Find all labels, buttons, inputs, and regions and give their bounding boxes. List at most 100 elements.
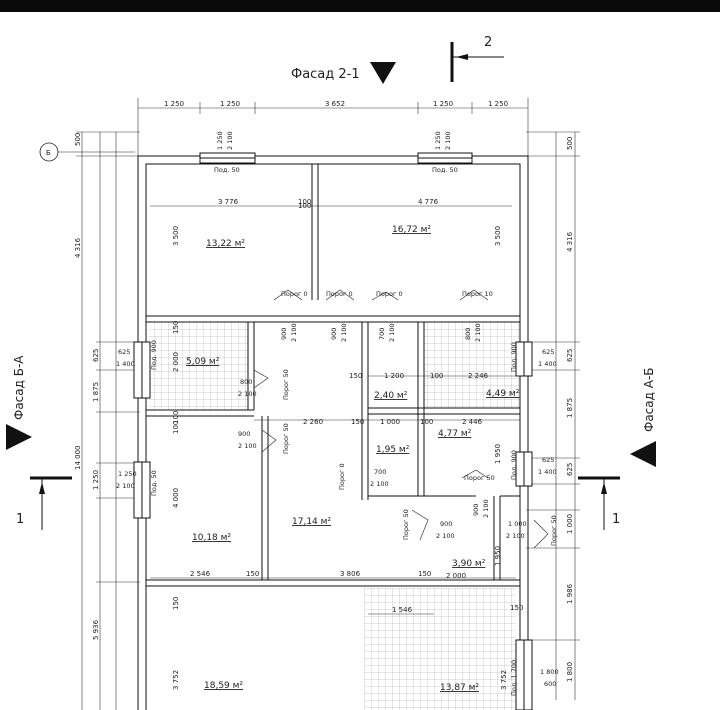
- top-dim-4: 1 250: [433, 100, 453, 108]
- svg-text:150: 150: [172, 321, 180, 334]
- svg-text:1 950: 1 950: [494, 444, 502, 464]
- svg-text:Порог 0: Порог 0: [281, 290, 308, 298]
- svg-text:2 100: 2 100: [474, 323, 482, 342]
- axis-marker-b: Б: [39, 142, 135, 162]
- room-area-3: 5,09 м²: [186, 357, 220, 367]
- svg-text:2 260: 2 260: [303, 418, 323, 426]
- svg-text:1 250: 1 250: [92, 470, 100, 490]
- svg-text:625: 625: [566, 463, 574, 476]
- svg-text:3 500: 3 500: [494, 226, 502, 246]
- svg-text:Порог 50: Порог 50: [464, 474, 495, 482]
- top-black-bar: [0, 0, 720, 12]
- vertical-dimension-lines: [76, 131, 580, 710]
- section-mark-1-right: 1: [578, 476, 620, 530]
- facade-right-label: Фасад А-Б: [642, 367, 656, 432]
- svg-text:2 100: 2 100: [340, 323, 348, 342]
- room-area-8: 10,18 м²: [192, 533, 231, 543]
- top-dim-2: 1 250: [220, 100, 240, 108]
- svg-text:100: 100: [172, 421, 180, 434]
- facade-left-label: Фасад Б-А: [12, 355, 26, 420]
- svg-text:700: 700: [374, 468, 386, 476]
- svg-text:150: 150: [510, 604, 523, 612]
- svg-text:Порог 50: Порог 50: [282, 369, 290, 400]
- svg-text:Порог 10: Порог 10: [462, 290, 493, 298]
- top-dim-1: 1 250: [164, 100, 184, 108]
- svg-text:1 200: 1 200: [384, 372, 404, 380]
- room-area-2: 16,72 м²: [392, 225, 431, 235]
- door-marks: 900 2 100 900 2 100 700 2 100 800 2 100 …: [238, 323, 527, 540]
- svg-text:Под. 900: Под. 900: [510, 342, 518, 372]
- facade-top-arrow: [370, 62, 396, 84]
- facade-top-label: Фасад 2-1: [291, 67, 360, 82]
- svg-text:1 986: 1 986: [566, 583, 574, 604]
- svg-text:2 000: 2 000: [446, 572, 466, 580]
- svg-text:Под. 50: Под. 50: [432, 166, 458, 174]
- svg-text:900: 900: [280, 328, 288, 340]
- inner-dim-1: 3 776: [218, 198, 239, 206]
- bathroom-tile: [148, 322, 248, 410]
- svg-text:500: 500: [74, 133, 82, 146]
- door-swings: [253, 289, 549, 549]
- svg-text:Под. 1 700: Под. 1 700: [510, 660, 518, 696]
- svg-text:1 950: 1 950: [494, 546, 502, 566]
- inner-dimension-lines: [150, 375, 520, 615]
- room-area-11: 18,59 м²: [204, 681, 243, 691]
- svg-text:150: 150: [349, 372, 362, 380]
- svg-text:100: 100: [420, 418, 433, 426]
- svg-text:1 250: 1 250: [118, 470, 137, 478]
- svg-text:150: 150: [246, 570, 259, 578]
- svg-text:2 100: 2 100: [116, 482, 135, 490]
- top-dim-5: 1 250: [488, 100, 508, 108]
- svg-text:Порог 50: Порог 50: [282, 423, 290, 454]
- room-area-1: 13,22 м²: [206, 239, 245, 249]
- svg-text:625: 625: [542, 456, 554, 464]
- svg-text:3 752: 3 752: [172, 670, 180, 690]
- svg-text:2 100: 2 100: [444, 131, 452, 150]
- svg-text:3 806: 3 806: [340, 570, 361, 578]
- svg-text:800: 800: [464, 328, 472, 340]
- svg-text:100: 100: [172, 411, 180, 424]
- room-area-10: 3,90 м²: [452, 559, 486, 569]
- left-vertical-dim-texts: 500 4 316 625 1 875 1 250 5 936 14 000: [74, 133, 100, 640]
- misc-dims: 3 500 3 500 150 2 000 100 4 000 150 3 75…: [172, 202, 523, 690]
- svg-text:150: 150: [418, 570, 431, 578]
- svg-text:1 875: 1 875: [92, 382, 100, 402]
- svg-text:900: 900: [440, 520, 452, 528]
- svg-text:1 250: 1 250: [216, 131, 224, 150]
- svg-text:2 100: 2 100: [506, 532, 525, 540]
- top-dimension-lines: [137, 98, 529, 207]
- svg-text:Под. 900: Под. 900: [510, 450, 518, 480]
- svg-text:1 800: 1 800: [540, 668, 559, 676]
- svg-text:800: 800: [240, 378, 252, 386]
- section-mark-1-left: 1: [16, 476, 72, 530]
- inner-dim-3: 4 776: [418, 198, 439, 206]
- svg-text:4 000: 4 000: [172, 488, 180, 508]
- svg-text:2: 2: [484, 35, 492, 50]
- svg-text:1: 1: [612, 512, 620, 527]
- svg-text:2 246: 2 246: [468, 372, 489, 380]
- section-mark-2: 2: [450, 35, 504, 82]
- svg-text:Б: Б: [46, 149, 51, 157]
- room-area-7: 4,77 м²: [438, 429, 472, 439]
- terrace-tile: [364, 588, 516, 710]
- svg-text:600: 600: [544, 680, 556, 688]
- svg-text:Порог 0: Порог 0: [338, 463, 346, 490]
- svg-text:150: 150: [351, 418, 364, 426]
- svg-text:1: 1: [16, 512, 24, 527]
- svg-text:625: 625: [118, 348, 130, 356]
- svg-text:3 500: 3 500: [172, 226, 180, 246]
- svg-text:5 936: 5 936: [92, 619, 100, 640]
- top-dim-3: 3 652: [325, 100, 345, 108]
- facade-right-arrow: [630, 441, 656, 467]
- svg-text:1 250: 1 250: [434, 131, 442, 150]
- svg-text:1 800: 1 800: [566, 662, 574, 682]
- threshold-labels: Порог 0 Порог 0 Порог 0 Порог 10 Порог 5…: [281, 290, 558, 546]
- svg-text:1 000: 1 000: [508, 520, 527, 528]
- room-area-4: 2,40 м²: [374, 391, 408, 401]
- svg-text:2 100: 2 100: [238, 390, 257, 398]
- svg-text:1 400: 1 400: [538, 468, 557, 476]
- svg-text:625: 625: [542, 348, 554, 356]
- svg-text:1 400: 1 400: [538, 360, 557, 368]
- walls: [133, 152, 533, 710]
- right-vertical-dim-texts: 500 4 316 625 1 875 625 1 000 1 986 1 80…: [566, 137, 574, 682]
